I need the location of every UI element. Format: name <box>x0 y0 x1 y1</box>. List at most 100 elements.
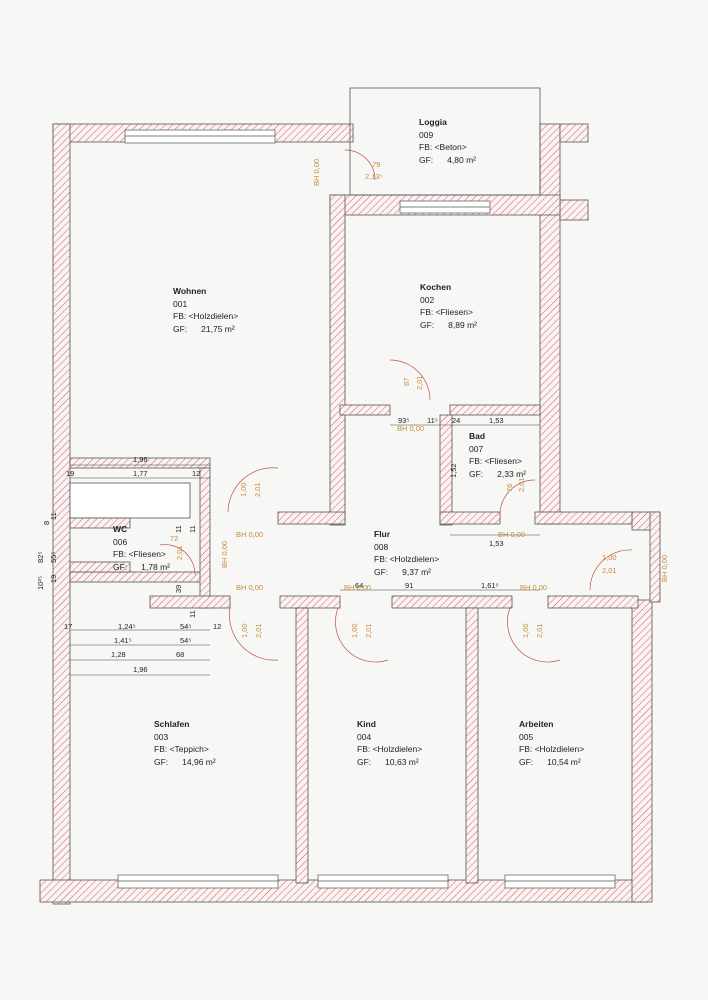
room-floor: FB: <Fliesen> <box>420 307 473 317</box>
room-name: Arbeiten <box>519 719 554 729</box>
dimension-label: 1,77 <box>133 469 148 478</box>
opening-width: 1,00 <box>240 623 249 638</box>
area-label: GF: <box>519 756 534 767</box>
opening-width: 1,00 <box>521 623 530 638</box>
room-floor: FB: <Teppich> <box>154 744 209 754</box>
dimension-label: 11⁵ <box>427 416 438 425</box>
dimension-label: 1,61⁵ <box>481 581 499 590</box>
room-label-flur: Flur 008 FB: <Holzdielen> GF:9,37 m² <box>374 528 439 578</box>
dimension-label: 68 <box>176 650 185 659</box>
room-floor: FB: <Fliesen> <box>469 456 522 466</box>
room-floor: FB: <Holzdielen> <box>374 554 440 564</box>
room-number: 009 <box>419 129 434 140</box>
area-label: GF: <box>357 756 372 767</box>
dimension-label: 91 <box>405 581 414 590</box>
opening-height: 2,01 <box>175 545 184 560</box>
dimension-label: 1,53 <box>489 416 504 425</box>
room-floor: FB: <Holzdielen> <box>173 311 239 321</box>
interior-walls <box>69 404 639 884</box>
room-number: 006 <box>113 536 128 547</box>
dimension-label: 12 <box>213 622 222 631</box>
area-label: GF: <box>374 566 389 577</box>
room-label-kind: Kind 004 FB: <Holzdielen> GF:10,63 m² <box>357 718 422 768</box>
opening-sill: BH 0,00 <box>236 583 264 592</box>
room-label-arbeiten: Arbeiten 005 FB: <Holzdielen> GF: 10,54 m… <box>519 718 584 768</box>
dimension-label: 11 <box>188 610 197 618</box>
room-area: 2,33 m² <box>497 468 526 479</box>
dimension-label: 11 <box>49 512 58 520</box>
room-area: 4,80 m² <box>447 154 476 165</box>
room-label-kochen: Kochen 002 FB: <Fliesen> GF:8,89 m² <box>420 281 477 331</box>
room-area: 21,75 m² <box>201 323 235 334</box>
room-name: Kind <box>357 719 376 729</box>
opening-sill: BH 0,00 <box>312 158 321 186</box>
dimension-label: 93⁵ <box>398 416 410 425</box>
dimension-label: 1,52 <box>449 463 458 478</box>
dimension-label: 24 <box>452 416 461 425</box>
dimension-label: 1,96 <box>133 665 148 674</box>
opening-sill: BH 0,00 <box>397 424 425 433</box>
room-area: 10,54 m² <box>547 756 581 767</box>
room-number: 001 <box>173 298 188 309</box>
dimension-label: 19 <box>66 469 75 478</box>
dimension-label: 17 <box>64 622 73 631</box>
room-number: 003 <box>154 731 169 742</box>
opening-width: 1,00 <box>602 553 617 562</box>
opening-width: 76 <box>505 483 514 492</box>
area-label: GF: <box>154 756 169 767</box>
room-number: 005 <box>519 731 534 742</box>
room-number: 008 <box>374 541 389 552</box>
loggia-outline <box>349 87 541 196</box>
room-area: 9,37 m² <box>402 566 431 577</box>
room-area: 10,63 m² <box>385 756 419 767</box>
dimension-label: 8 <box>42 520 51 525</box>
opening-height: 2,01 <box>364 623 373 638</box>
opening-width: 79 <box>372 160 381 169</box>
dimension-label: 64 <box>355 581 364 590</box>
room-number: 002 <box>420 294 435 305</box>
exterior-walls <box>39 123 661 905</box>
room-name: Schlafen <box>154 719 190 729</box>
dimension-label: 54⁵ <box>180 636 192 645</box>
room-number: 004 <box>357 731 372 742</box>
opening-sill: BH 0,00 <box>660 554 669 582</box>
dimension-label: 12 <box>192 469 201 478</box>
room-label-wc: WC 006 FB: <Fliesen> GF: 1,78 m² <box>113 523 170 573</box>
room-number: 007 <box>469 443 484 454</box>
opening-height: 2,01 <box>535 623 544 638</box>
opening-height: 2,01 <box>602 566 617 575</box>
opening-height: 2,01 <box>415 375 424 390</box>
dimension-label: 1,28 <box>111 650 126 659</box>
room-label-wohnen: Wohnen 001 FB: <Holzdielen> GF:21,75 m² <box>173 285 238 335</box>
area-label: GF: <box>113 561 128 572</box>
area-label: GF: <box>420 319 435 330</box>
area-label: GF: <box>419 154 434 165</box>
opening-height: 2,01 <box>517 477 526 492</box>
dimension-label: 1,41⁵ <box>114 636 132 645</box>
room-area: 1,78 m² <box>141 561 170 572</box>
dimension-label: 11 <box>174 525 183 533</box>
dimension-label: 1,53 <box>489 539 504 548</box>
opening-width: 87 <box>402 377 411 386</box>
opening-height: 2,01 <box>254 623 263 638</box>
door-swings <box>159 149 633 663</box>
dimension-label: 39 <box>174 584 183 593</box>
dimension-label: 19 <box>49 574 58 583</box>
dimension-label: 82⁵ <box>36 551 45 563</box>
opening-sill: BH 0,00 <box>344 583 372 592</box>
dimension-label: 54⁵ <box>180 622 192 631</box>
room-name: WC <box>113 524 128 534</box>
windows <box>117 129 616 889</box>
opening-width: 1,00 <box>350 623 359 638</box>
opening-height: 2,01 <box>253 482 262 497</box>
room-floor: FB: <Holzdielen> <box>519 744 585 754</box>
opening-width: 72 <box>170 534 179 543</box>
room-name: Kochen <box>420 282 452 292</box>
dimension-label: 1,24⁵ <box>118 622 136 631</box>
dimension-lines <box>70 424 540 676</box>
area-label: GF: <box>173 323 188 334</box>
room-floor: FB: <Fliesen> <box>113 549 166 559</box>
room-label-schlafen: Schlafen 003 FB: <Teppich> GF:14,96 m² <box>154 718 216 768</box>
opening-width: 1,00 <box>239 482 248 497</box>
